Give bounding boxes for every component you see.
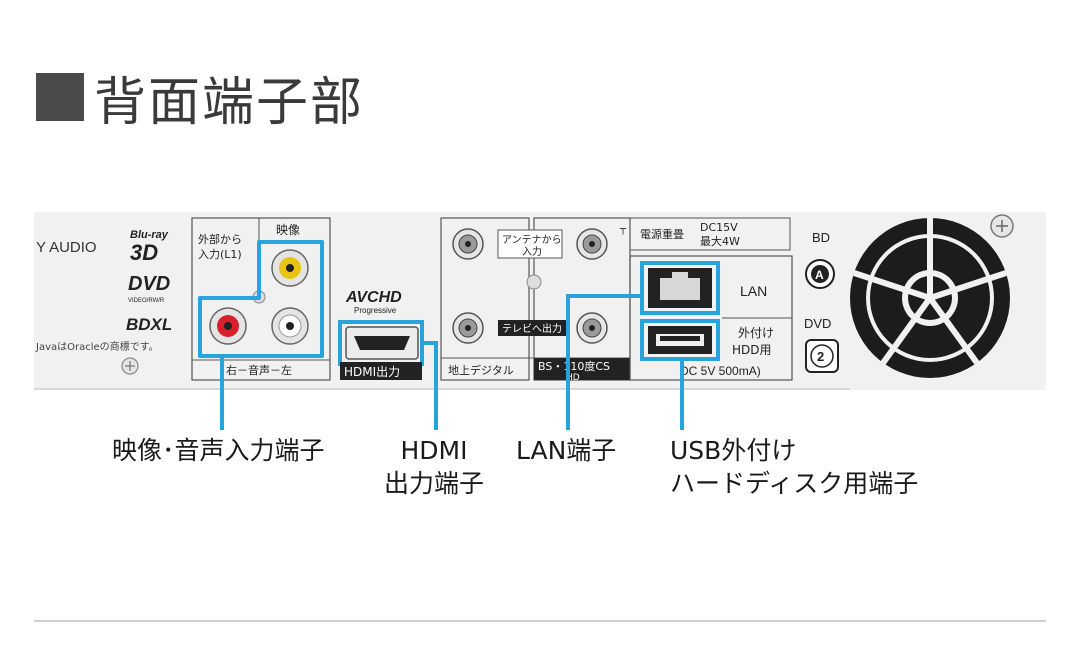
antenna-in-bs-connector [576, 228, 608, 260]
title-square-icon [36, 73, 84, 121]
usb-label-1: 外付け [738, 326, 774, 340]
svg-text:A: A [815, 268, 824, 282]
usb-callout: USB外付け ハードディスク用端子 [670, 434, 918, 500]
rca-video-jack [271, 249, 309, 287]
svg-text:┬: ┬ [619, 224, 627, 235]
java-note: JavaはOracleの商標です。 [35, 340, 159, 353]
power-spec-1: DC15V [700, 221, 738, 234]
usb-port [648, 326, 712, 354]
dvd-region-icon: 2 [805, 339, 839, 373]
av-audio-label: 右－音声－左 [226, 363, 292, 377]
antenna-in-terrestrial-connector [452, 228, 484, 260]
antenna-box [440, 217, 530, 381]
av-input-highlight [198, 240, 324, 358]
cooling-fan-icon [850, 218, 1046, 390]
avchd-logo: AVCHD [345, 289, 402, 306]
svg-text:2: 2 [817, 349, 824, 364]
bdxl-logo: BDXL [126, 315, 172, 334]
lan-label: LAN [740, 283, 767, 299]
hdmi-callout-line [422, 341, 438, 430]
hdmi-callout: HDMI 出力端子 [382, 434, 486, 500]
rca-audio-left-jack [271, 307, 309, 345]
usb-callout-line2: ハードディスク用端子 [670, 469, 919, 498]
usb-spec: DC 5V 500mA) [680, 364, 761, 378]
tv-out-bs-connector [576, 312, 608, 344]
hdmi-callout-line1: HDMI [400, 436, 468, 465]
terrestrial-label: 地上デジタル [448, 363, 514, 377]
avchd-sub: Progressive [354, 306, 397, 315]
title-text: 背面端子部 [94, 72, 365, 133]
av-input-callout: 映像･音声入力端子 [112, 436, 325, 465]
bs-label: BS・110度CS [538, 359, 610, 373]
hdmi-callout-line2: 出力端子 [383, 469, 484, 498]
antenna-in-label: アンテナから [502, 234, 562, 246]
bd-region-label: BD [812, 230, 830, 245]
av-video-label: 映像 [276, 223, 300, 237]
dvd-sub-logo: VIDEO/RW/R [128, 298, 165, 304]
hdmi-output-label: HDMI出力 [344, 365, 400, 379]
av-external-label: 外部から [198, 232, 242, 246]
brand-text: Y AUDIO [36, 239, 97, 256]
dvd-region-label: DVD [804, 316, 831, 331]
bottom-divider [34, 620, 1046, 622]
power-spec-2: 最大4W [700, 234, 740, 248]
tv-out-terrestrial-connector [452, 312, 484, 344]
av-input-box [191, 217, 331, 381]
tv-out-label: テレビへ出力 [502, 322, 562, 335]
lan-highlight [640, 261, 720, 315]
bluray-3d-logo: 3D [130, 240, 158, 265]
lan-port [648, 268, 712, 308]
av-input-label: 入力(L1) [198, 248, 242, 261]
antenna-in-label-2: 入力 [522, 245, 542, 258]
usb-callout-line1: USB外付け [670, 436, 797, 465]
lan-callout-line [566, 294, 642, 430]
bd-region-icon: A [805, 259, 835, 289]
page-title: 背面端子部 [36, 62, 365, 133]
rca-audio-right-jack [209, 307, 247, 345]
bluray-logo: Blu-ray [130, 229, 169, 241]
lan-callout: LAN端子 [516, 436, 617, 465]
dvd-logo: DVD [128, 273, 170, 295]
bs-label-2: HD [566, 373, 580, 383]
usb-label-2: HDD用 [732, 343, 772, 357]
power-label: 電源重畳 [640, 227, 684, 241]
